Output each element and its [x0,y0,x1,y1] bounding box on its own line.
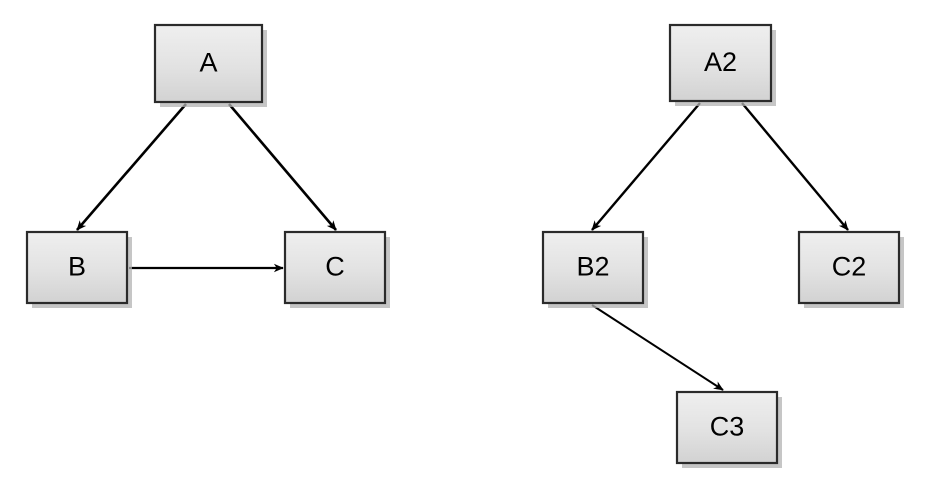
node-box[interactable] [541,230,645,305]
edge-a2-to-c2[interactable] [741,102,849,231]
node-label: B [68,252,86,282]
graph-right-edges [591,102,849,391]
edges-layer [76,102,849,391]
node-box[interactable] [668,23,773,103]
graph-left-nodes: A B C [25,23,390,308]
node-box[interactable] [283,230,387,305]
node-label: A [199,48,217,78]
node-b2[interactable]: B2 [541,230,648,308]
edge-b2-to-c3[interactable] [591,304,724,391]
node-box[interactable] [675,390,779,465]
edge-a-to-c[interactable] [228,103,337,231]
node-label: C [325,252,345,282]
edge-a2-to-b2[interactable] [591,102,701,231]
node-a[interactable]: A [153,23,267,107]
node-label: A2 [704,47,737,77]
node-c3[interactable]: C3 [675,390,782,468]
graph-left-edges [76,103,337,273]
node-box[interactable] [153,23,264,104]
node-label: C3 [710,412,745,442]
node-c[interactable]: C [283,230,390,308]
node-box[interactable] [797,230,901,305]
node-box[interactable] [25,230,129,305]
node-c2[interactable]: C2 [797,230,904,308]
node-label: B2 [576,252,609,282]
node-label: C2 [832,252,867,282]
node-b[interactable]: B [25,230,132,308]
node-a2[interactable]: A2 [668,23,776,106]
edge-a-to-b[interactable] [76,103,187,231]
